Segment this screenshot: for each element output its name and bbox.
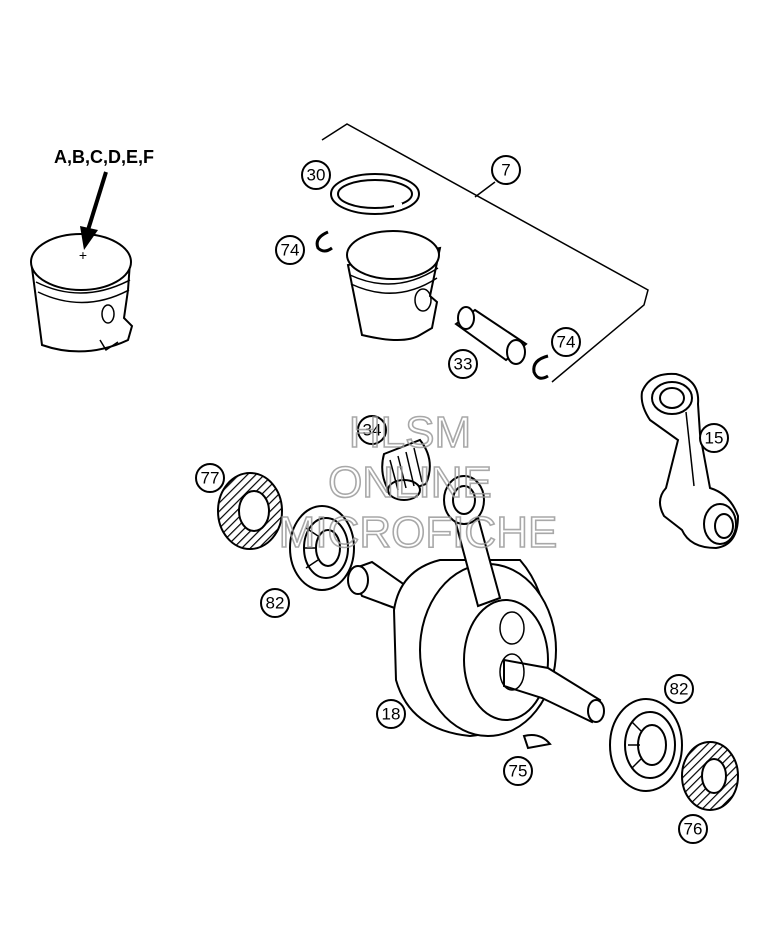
callout-label: 82: [670, 680, 689, 699]
watermark-line-2: ONLINE: [328, 458, 492, 507]
callout-label: 30: [307, 166, 326, 185]
oil-seal-right[interactable]: [681, 741, 739, 811]
ball-bearing-left[interactable]: [289, 505, 355, 591]
callout-74-right[interactable]: 74: [551, 327, 581, 357]
callout-label: 82: [266, 594, 285, 613]
callout-15[interactable]: 15: [699, 423, 729, 453]
callout-77[interactable]: 77: [195, 463, 225, 493]
callout-label: 76: [684, 820, 703, 839]
callout-label: 33: [454, 355, 473, 374]
variant-label: A,B,C,D,E,F: [54, 147, 154, 167]
callout-label: 15: [705, 429, 724, 448]
watermark-line-3: MICROFICHE: [279, 508, 558, 557]
oil-seal-left[interactable]: [217, 472, 283, 550]
piston-top-mark: +: [79, 247, 87, 263]
callout-label: 18: [382, 705, 401, 724]
callout-34[interactable]: 34: [357, 415, 387, 445]
variant-arrow: [80, 171, 108, 250]
callout-74-left[interactable]: 74: [275, 235, 305, 265]
piston[interactable]: [346, 230, 442, 341]
crankshaft[interactable]: [347, 475, 605, 738]
ball-bearing-right[interactable]: [609, 698, 683, 792]
piston-pin[interactable]: [454, 306, 528, 365]
piston-ring[interactable]: [330, 173, 420, 215]
connecting-rod[interactable]: [640, 372, 740, 550]
piston-kit-bracket: [321, 123, 649, 383]
callout-label: 74: [557, 333, 576, 352]
callout-82-left[interactable]: 82: [260, 588, 290, 618]
needle-bearing[interactable]: [381, 438, 431, 501]
callout-33[interactable]: 33: [448, 349, 478, 379]
callout-30[interactable]: 30: [301, 160, 331, 190]
callout-7[interactable]: 7: [491, 155, 521, 185]
callout-label: 34: [363, 421, 382, 440]
circlip-right[interactable]: [532, 354, 549, 380]
callout-18[interactable]: 18: [376, 699, 406, 729]
reference-piston[interactable]: +: [30, 233, 134, 353]
callout-76[interactable]: 76: [678, 814, 708, 844]
circlip-left[interactable]: [315, 230, 333, 253]
callout-label: 7: [501, 161, 510, 180]
callout-label: 77: [201, 469, 220, 488]
watermark-line-1: HLSM: [349, 408, 471, 457]
watermark: HLSM ONLINE MICROFICHE: [278, 407, 558, 558]
callout-75[interactable]: 75: [503, 756, 533, 786]
callout-label: 75: [509, 762, 528, 781]
callout-82-right[interactable]: 82: [664, 674, 694, 704]
callout-label: 74: [281, 241, 300, 260]
woodruff-key[interactable]: [522, 734, 552, 750]
